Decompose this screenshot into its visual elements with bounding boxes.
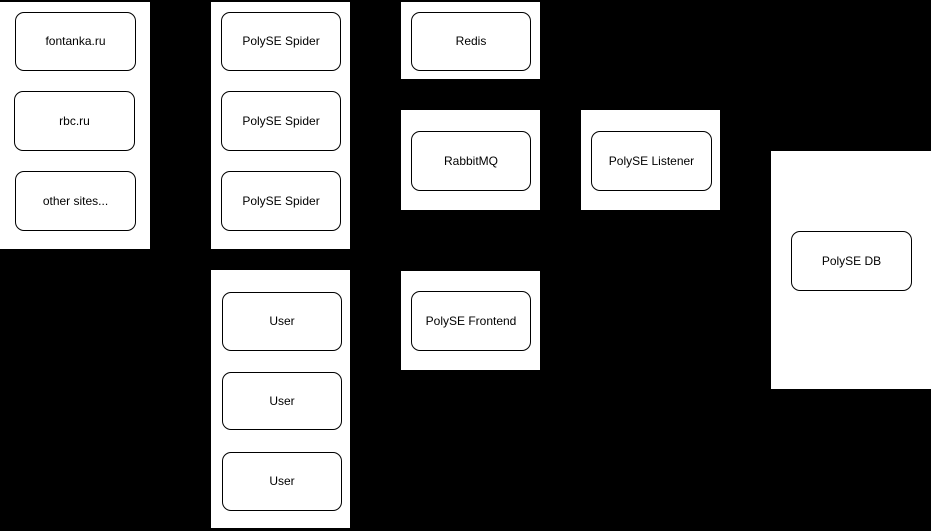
node-rbc-ru: rbc.ru bbox=[14, 91, 135, 151]
group-spiders: PolySE Spider PolySE Spider PolySE Spide… bbox=[211, 2, 350, 249]
node-fontanka-ru: fontanka.ru bbox=[15, 12, 136, 71]
node-polyse-listener: PolySE Listener bbox=[591, 131, 712, 191]
node-user-3: User bbox=[222, 452, 342, 511]
node-rabbitmq: RabbitMQ bbox=[411, 131, 531, 191]
node-polyse-spider-2: PolySE Spider bbox=[221, 91, 341, 151]
group-db: PolySE DB bbox=[771, 151, 931, 389]
node-other-sites: other sites... bbox=[15, 171, 136, 231]
node-polyse-spider-3: PolySE Spider bbox=[221, 171, 341, 231]
group-users: User User User bbox=[211, 270, 350, 528]
node-user-2: User bbox=[222, 372, 342, 430]
group-redis: Redis bbox=[401, 2, 540, 79]
group-frontend: PolySE Frontend bbox=[401, 271, 540, 370]
node-polyse-db: PolySE DB bbox=[791, 231, 912, 291]
group-sites: fontanka.ru rbc.ru other sites... bbox=[0, 2, 150, 249]
group-listener: PolySE Listener bbox=[581, 110, 720, 210]
node-user-1: User bbox=[222, 292, 342, 351]
node-redis: Redis bbox=[411, 12, 531, 71]
group-rabbitmq: RabbitMQ bbox=[401, 110, 540, 210]
node-polyse-frontend: PolySE Frontend bbox=[411, 291, 531, 351]
node-polyse-spider-1: PolySE Spider bbox=[221, 12, 341, 71]
